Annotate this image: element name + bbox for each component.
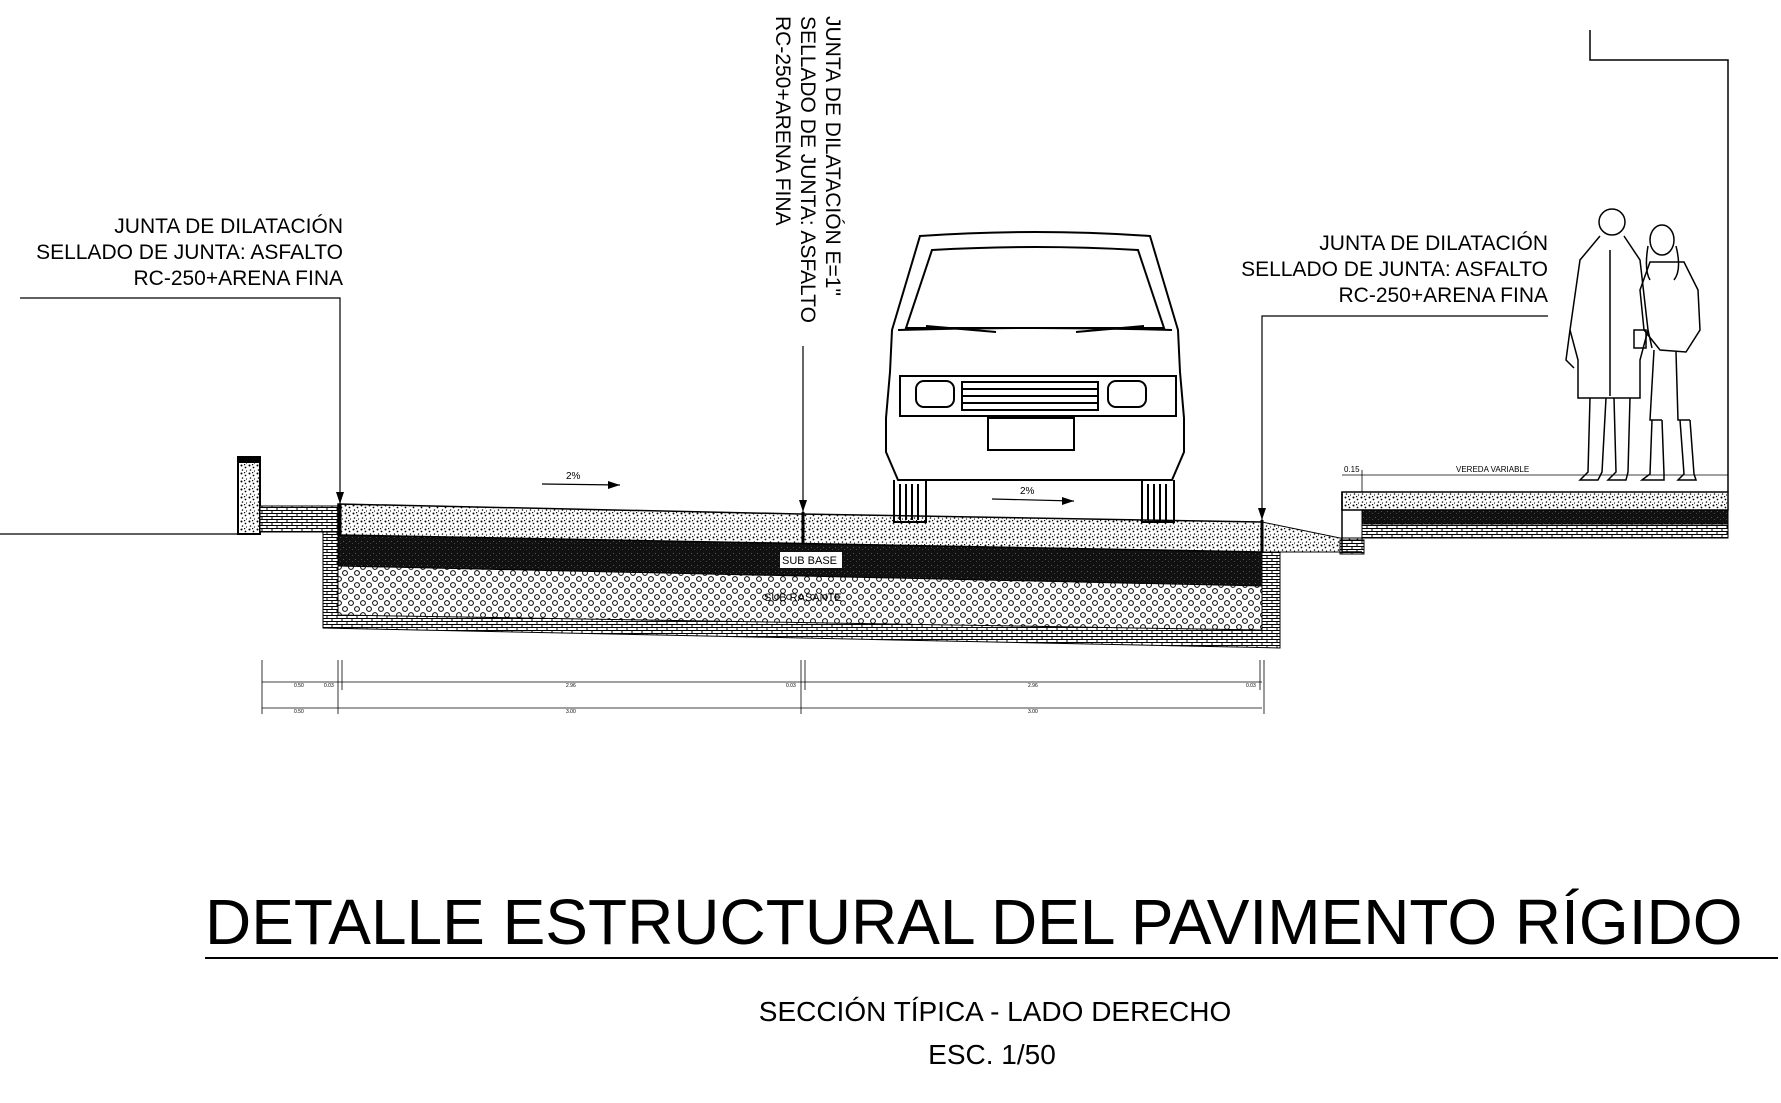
dim-r1-5: 0.03: [1246, 683, 1256, 689]
ground-and-layers: [0, 456, 1729, 649]
left-joint-note: JUNTA DE DILATACIÓN SELLADO DE JUNTA: AS…: [20, 215, 344, 504]
title-block: DETALLE ESTRUCTURAL DEL PAVIMENTO RÍGIDO…: [205, 886, 1778, 1070]
dim-r2-2: 3.00: [1028, 709, 1038, 715]
sub-rasante-label: SUB RASANTE: [764, 592, 842, 604]
dim-r2-1: 3.00: [566, 709, 576, 715]
dimension-lines: [261, 660, 1265, 714]
dimension-labels: 0.50 0.03 2.96 0.03 2.96 0.03 0.50 3.00 …: [294, 683, 1256, 715]
sidewalk-slab: [1341, 491, 1729, 511]
sub-base-label: SUB BASE: [782, 555, 837, 567]
center-joint-note: JUNTA DE DILATACIÓN E=1" SELLADO DE JUNT…: [771, 16, 844, 512]
car-illustration: [885, 231, 1185, 523]
left-curb: [237, 456, 261, 535]
dim-r1-0: 0.50: [294, 683, 304, 689]
left-note-line-3: RC-250+ARENA FINA: [134, 267, 344, 290]
slope-indicators: 2% 2%: [541, 471, 1075, 505]
dim-r2-0: 0.50: [294, 709, 304, 715]
property-line: [1589, 30, 1729, 492]
slope-right-label: 2%: [1020, 486, 1035, 497]
dim-r1-1: 0.03: [324, 683, 334, 689]
right-note-line-3: RC-250+ARENA FINA: [1339, 284, 1549, 307]
sidewalk-annotation: 0.15 VEREDA VARIABLE: [1342, 465, 1728, 492]
left-note-line-1: JUNTA DE DILATACIÓN: [114, 215, 343, 238]
right-note-line-2: SELLADO DE JUNTA: ASFALTO: [1241, 258, 1548, 281]
drawing-scale: ESC. 1/50: [928, 1039, 1056, 1070]
pedestrians-illustration: [1565, 208, 1701, 481]
dim-r1-2: 2.96: [566, 683, 576, 689]
sidewalk-dim-label: 0.15: [1344, 465, 1360, 474]
dim-r1-4: 2.96: [1028, 683, 1038, 689]
center-note-line-1: JUNTA DE DILATACIÓN E=1": [821, 16, 844, 296]
center-note-line-2: SELLADO DE JUNTA: ASFALTO: [796, 16, 819, 323]
drawing-subtitle: SECCIÓN TÍPICA - LADO DERECHO: [759, 996, 1231, 1027]
layer-labels: SUB BASE SUB RASANTE: [764, 552, 842, 604]
left-shoulder: [259, 505, 339, 533]
drawing-title: DETALLE ESTRUCTURAL DEL PAVIMENTO RÍGIDO: [205, 886, 1742, 958]
slope-left-label: 2%: [566, 471, 581, 482]
right-note-line-1: JUNTA DE DILATACIÓN: [1319, 232, 1548, 255]
left-note-line-2: SELLADO DE JUNTA: ASFALTO: [36, 241, 343, 264]
sidewalk-label: VEREDA VARIABLE: [1456, 465, 1529, 474]
center-note-line-3: RC-250+ARENA FINA: [771, 16, 794, 226]
right-joint-note: JUNTA DE DILATACIÓN SELLADO DE JUNTA: AS…: [1241, 232, 1548, 520]
dim-r1-3: 0.03: [786, 683, 796, 689]
